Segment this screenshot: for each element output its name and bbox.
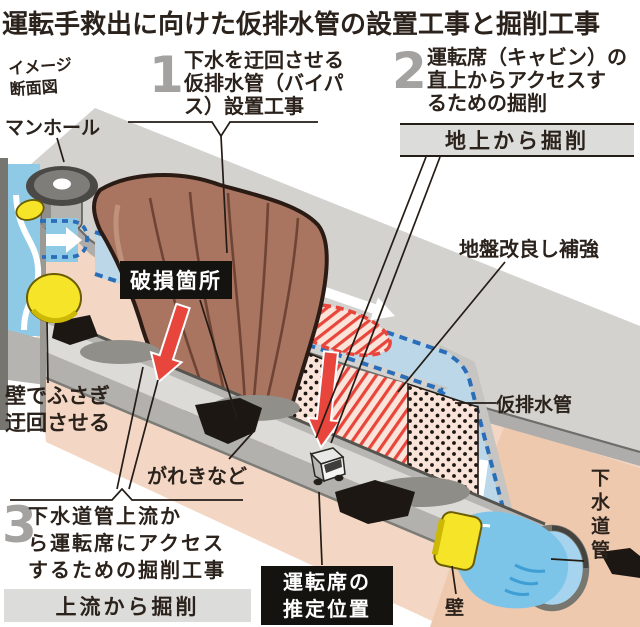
page-title: 運転手救出に向けた仮排水管の設置工事と掘削工事 [2,10,601,40]
label-ground-improvement: 地盤改良し補強 [459,237,599,261]
manhole [26,166,98,262]
excavation-arrow-2 [306,350,342,450]
label-sewer-pipe: 下水道管 [588,468,610,564]
small-wall-plate [15,199,45,221]
step1-number: 1 [149,46,184,104]
label-cabin-position-line1: 運転席の [283,569,371,594]
label-cabin-position: 運転席の 推定位置 [261,566,393,625]
leader-lines [10,121,585,595]
label-damage-point: 破損箇所 [120,261,232,299]
step3-line2: ら運転席にアクセス [28,531,225,555]
step2-text: 運転席（キャビン）の 直上からアクセスす るための掘削 [427,45,627,116]
step1-line3: ス）設置工事 [184,94,304,119]
step3-text: 下水道管上流か ら運転席にアクセス するための掘削工事 [28,503,226,584]
step3-number: 3 [2,496,37,554]
label-temp-drain-pipe: 仮排水管 [496,394,573,416]
upstream-wall-plug [26,273,82,324]
step2-line3: るための掘削 [427,91,547,116]
label-cabin-position-line2: 推定位置 [283,596,371,621]
badge-dig-from-upstream: 上流から掘削 [4,589,251,622]
step1-text: 下水を迂回させる 仮排水管（バイパ ス）設置工事 [184,48,344,119]
step1-line1: 下水を迂回させる [184,48,344,72]
diagram-note-line1: イメージ [7,54,73,79]
label-debris: がれきなど [147,464,247,488]
diversion-loop-arrow [40,219,89,259]
step1-line2: 仮排水管（バイパ [184,71,344,96]
label-wall-seal-line2: 迂回させる [5,411,110,436]
excavation-arrow-1 [149,302,191,384]
step2-line2: 直上からアクセスす [427,68,606,93]
label-wall-seal: 壁でふさぎ 迂回させる [5,383,110,438]
label-manhole: マンホール [5,117,101,139]
truck-cab-icon [309,447,346,486]
label-wall-seal-line1: 壁でふさぎ [5,384,110,408]
diagram-note: イメージ 断面図 [8,54,74,101]
label-wall: 壁 [445,597,465,619]
step2-line1: 運転席（キャビン）の [427,45,627,69]
rubble [52,315,640,578]
flow-arrow-right-icon [323,287,395,321]
downstream-wall-plug [431,511,483,571]
step3-line1: 下水道管上流か [28,504,182,528]
surface-edge-band [22,172,640,466]
step2-number: 2 [392,42,427,100]
badge-dig-from-surface: 地上から掘削 [400,123,634,157]
step3-line3: するための掘削工事 [28,558,226,582]
diagram-note-line2: 断面図 [9,76,59,100]
